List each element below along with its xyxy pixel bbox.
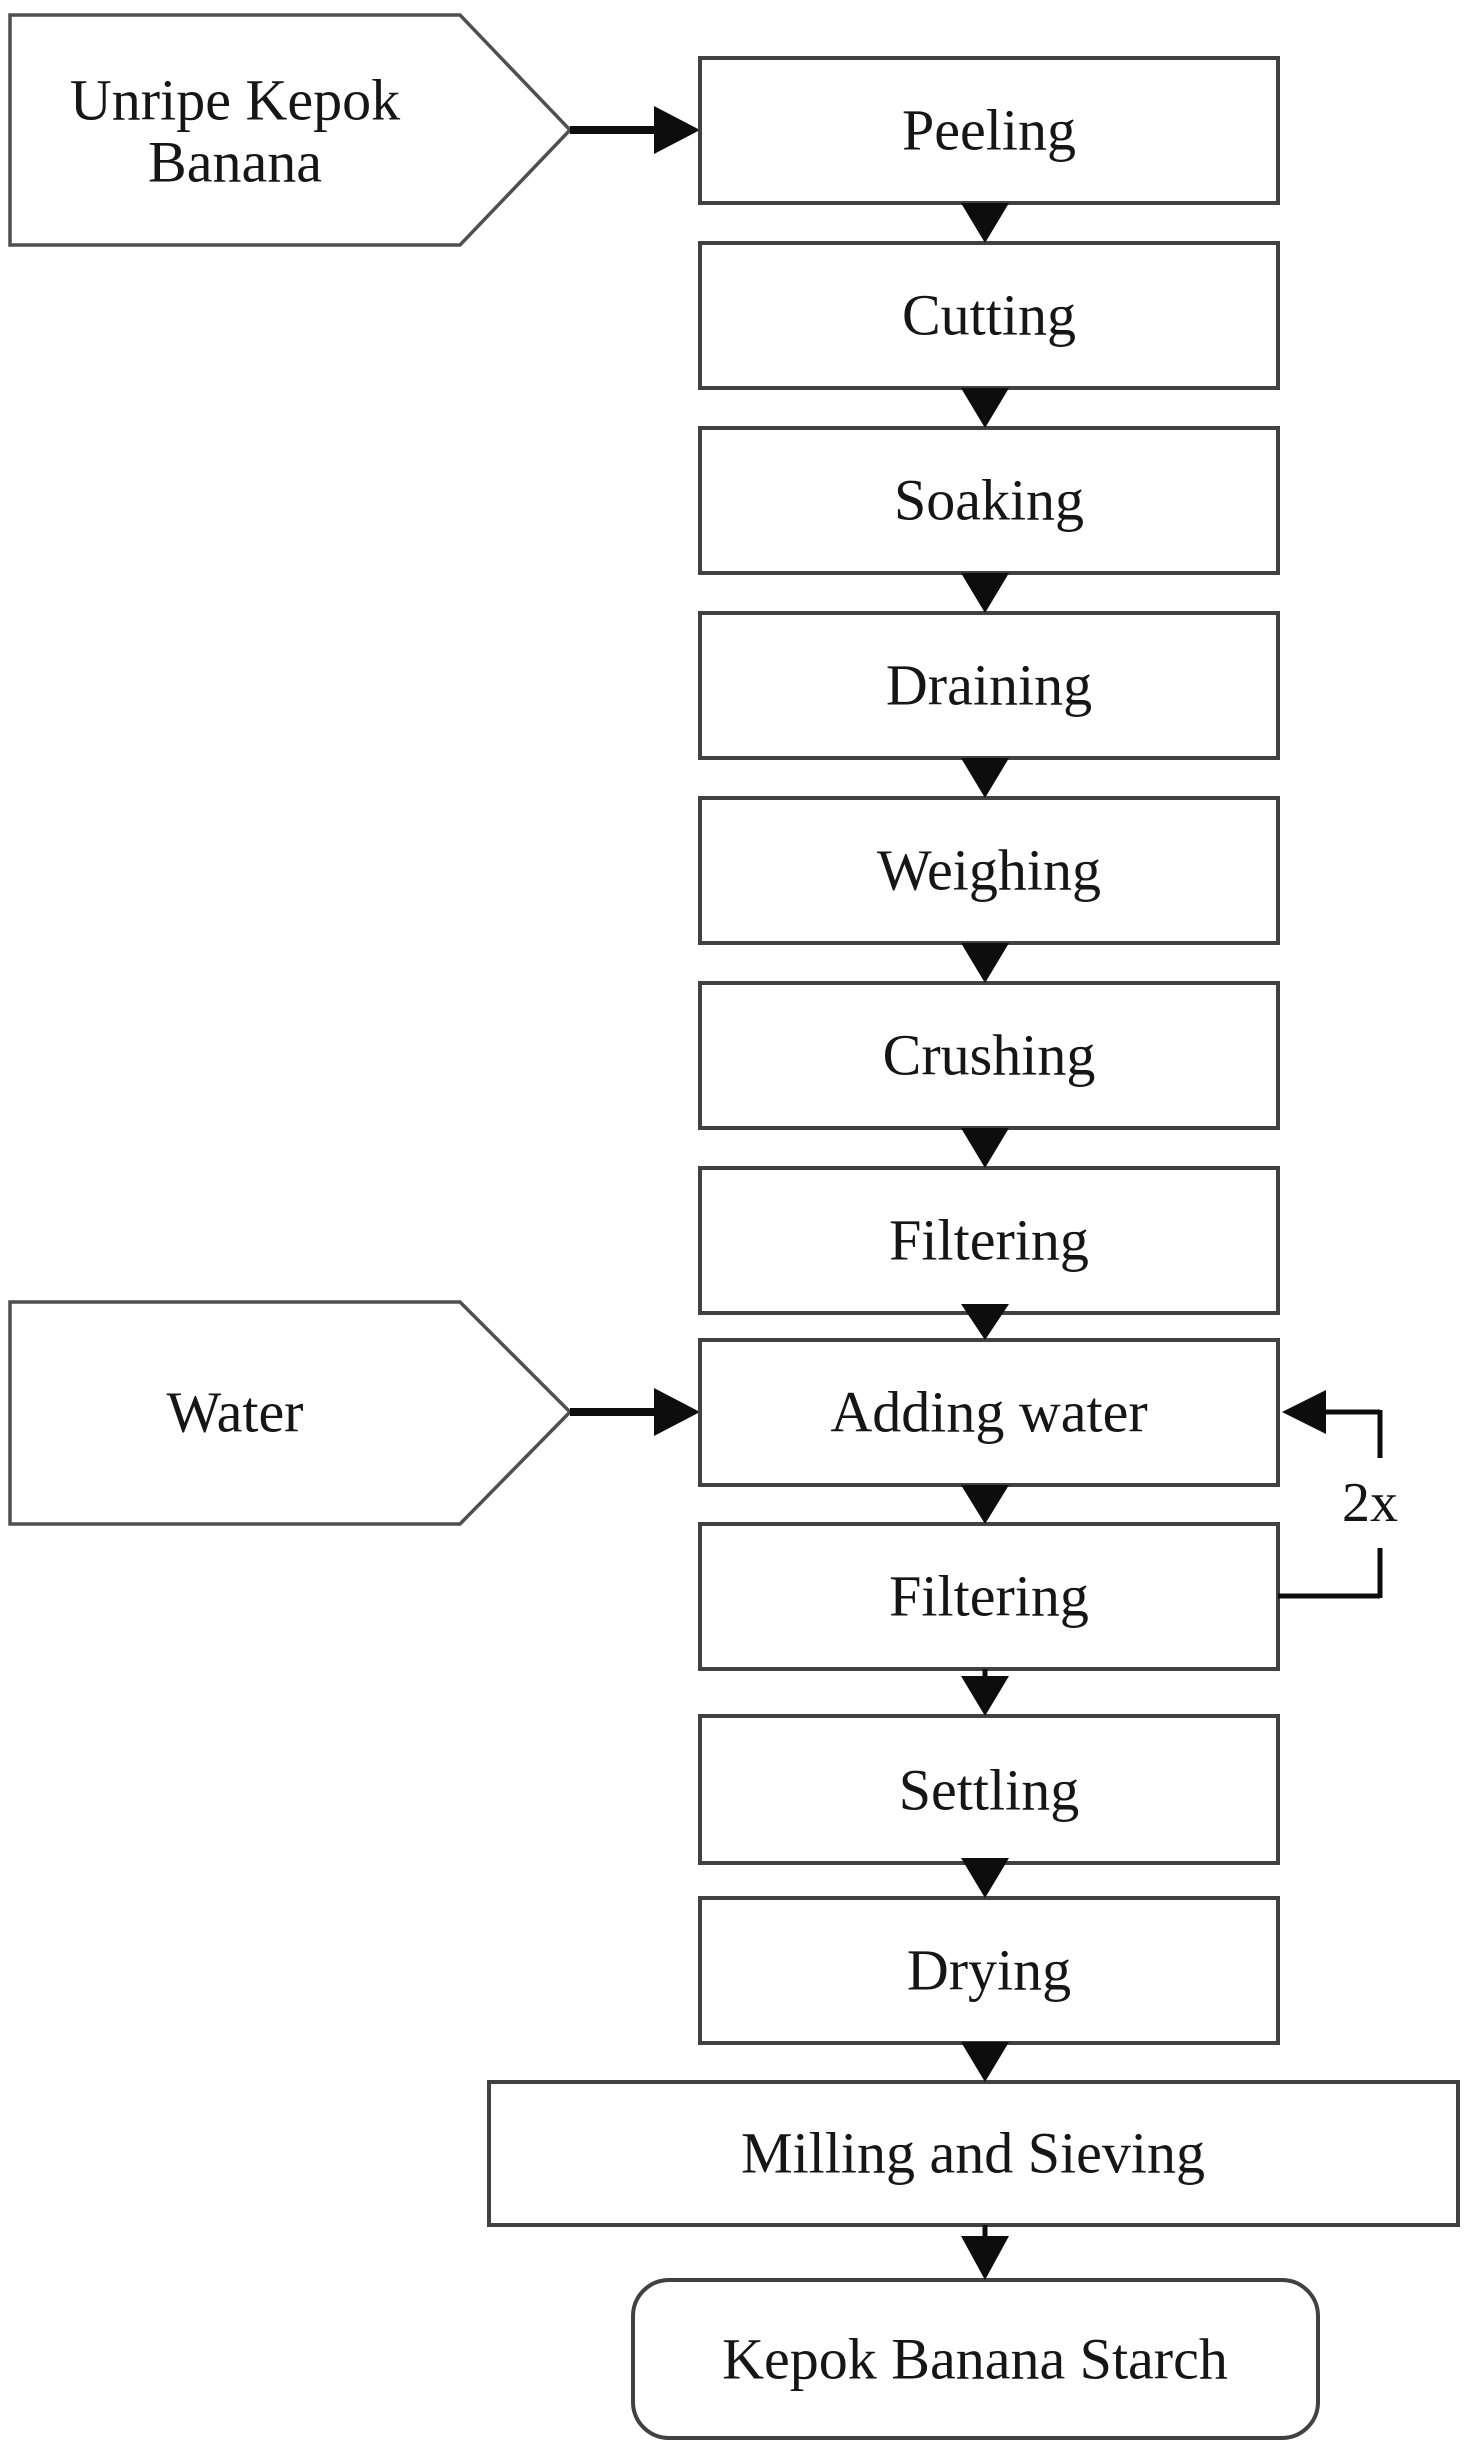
process-box bbox=[698, 241, 1280, 390]
arrowhead-down-icon bbox=[961, 573, 1009, 613]
step-label: Weighing bbox=[877, 838, 1101, 903]
arrow-water-to-adding-water bbox=[570, 1388, 700, 1436]
arrowhead-down-icon bbox=[961, 943, 1009, 983]
arrowhead-down-icon bbox=[961, 1128, 1009, 1168]
arrow-drying-to-milling bbox=[961, 2042, 1009, 2082]
process-box bbox=[698, 56, 1280, 205]
step-label: Adding water bbox=[830, 1380, 1147, 1445]
step-box-cutting: Cutting bbox=[698, 241, 1280, 390]
arrow-adding-water-to-filtering-2 bbox=[961, 1485, 1009, 1524]
step-label: Drying bbox=[907, 1938, 1071, 2003]
output-shape-kepok-banana-starch: Kepok Banana Starch bbox=[631, 2278, 1320, 2440]
step-box-filtering: Filtering bbox=[698, 1166, 1280, 1315]
process-box bbox=[487, 2080, 1460, 2227]
arrowhead-down-icon bbox=[961, 388, 1009, 428]
arrow-unripe-to-peeling bbox=[570, 106, 700, 154]
process-box bbox=[698, 981, 1280, 1130]
step-label: Filtering bbox=[889, 1564, 1089, 1629]
arrow-milling-to-output bbox=[961, 2225, 1009, 2280]
step-box-milling-and-sieving: Milling and Sieving bbox=[487, 2080, 1460, 2227]
arrow-soaking-to-draining bbox=[961, 573, 1009, 613]
arrowhead-down-icon bbox=[961, 1858, 1009, 1898]
arrowhead-right-icon bbox=[654, 1388, 700, 1436]
input-label-line: Water bbox=[166, 1380, 303, 1445]
input-label-line: Unripe Kepok bbox=[70, 68, 400, 133]
step-box-settling: Settling bbox=[698, 1714, 1280, 1865]
arrowhead-left-icon bbox=[1282, 1390, 1326, 1434]
arrowhead-right-icon bbox=[654, 106, 700, 154]
arrow-filtering-2-to-settling bbox=[961, 1669, 1009, 1716]
step-label: Crushing bbox=[883, 1023, 1096, 1088]
process-box bbox=[698, 1896, 1280, 2045]
step-label: Settling bbox=[899, 1758, 1079, 1823]
step-box-drying: Drying bbox=[698, 1896, 1280, 2045]
arrowhead-down-icon bbox=[961, 1676, 1009, 1716]
step-label: Milling and Sieving bbox=[741, 2121, 1205, 2186]
step-box-weighing: Weighing bbox=[698, 796, 1280, 945]
arrow-weighing-to-crushing bbox=[961, 943, 1009, 983]
arrow-crushing-to-filtering bbox=[961, 1128, 1009, 1168]
terminal-box bbox=[631, 2278, 1320, 2440]
output-label: Kepok Banana Starch bbox=[722, 2327, 1228, 2392]
step-label: Cutting bbox=[902, 283, 1076, 348]
arrowhead-down-icon bbox=[961, 1304, 1009, 1340]
pentagon-shape bbox=[8, 13, 573, 247]
step-box-crushing: Crushing bbox=[698, 981, 1280, 1130]
step-label: Soaking bbox=[894, 468, 1084, 533]
input-shape-unripe-kepok-banana: Unripe Kepok Banana bbox=[8, 13, 573, 247]
process-box bbox=[698, 1338, 1280, 1487]
process-box bbox=[698, 1522, 1280, 1671]
step-box-filtering-2: Filtering bbox=[698, 1522, 1280, 1671]
arrowhead-down-icon bbox=[961, 2236, 1009, 2280]
arrowhead-down-icon bbox=[961, 758, 1009, 798]
loop-connector: 2x bbox=[1278, 1390, 1398, 1599]
arrowhead-down-icon bbox=[961, 203, 1009, 243]
step-label: Draining bbox=[886, 653, 1092, 718]
pentagon-shape bbox=[8, 1300, 573, 1526]
arrow-draining-to-weighing bbox=[961, 758, 1009, 798]
arrowhead-down-icon bbox=[961, 1485, 1009, 1524]
arrow-cutting-to-soaking bbox=[961, 388, 1009, 428]
loop-count-label: 2x bbox=[1342, 1472, 1398, 1534]
step-box-adding-water: Adding water bbox=[698, 1338, 1280, 1487]
arrow-settling-to-drying bbox=[961, 1858, 1009, 1898]
step-box-draining: Draining bbox=[698, 611, 1280, 760]
input-label-line: Banana bbox=[148, 130, 322, 195]
step-box-peeling: Peeling bbox=[698, 56, 1280, 205]
step-label: Filtering bbox=[889, 1208, 1089, 1273]
arrow-peeling-to-cutting bbox=[961, 203, 1009, 243]
arrow-filtering-to-adding-water bbox=[961, 1304, 1009, 1340]
step-label: Peeling bbox=[902, 98, 1076, 163]
step-box-soaking: Soaking bbox=[698, 426, 1280, 575]
process-box bbox=[698, 1166, 1280, 1315]
arrowhead-down-icon bbox=[961, 2042, 1009, 2082]
input-shape-water: Water bbox=[8, 1300, 573, 1526]
